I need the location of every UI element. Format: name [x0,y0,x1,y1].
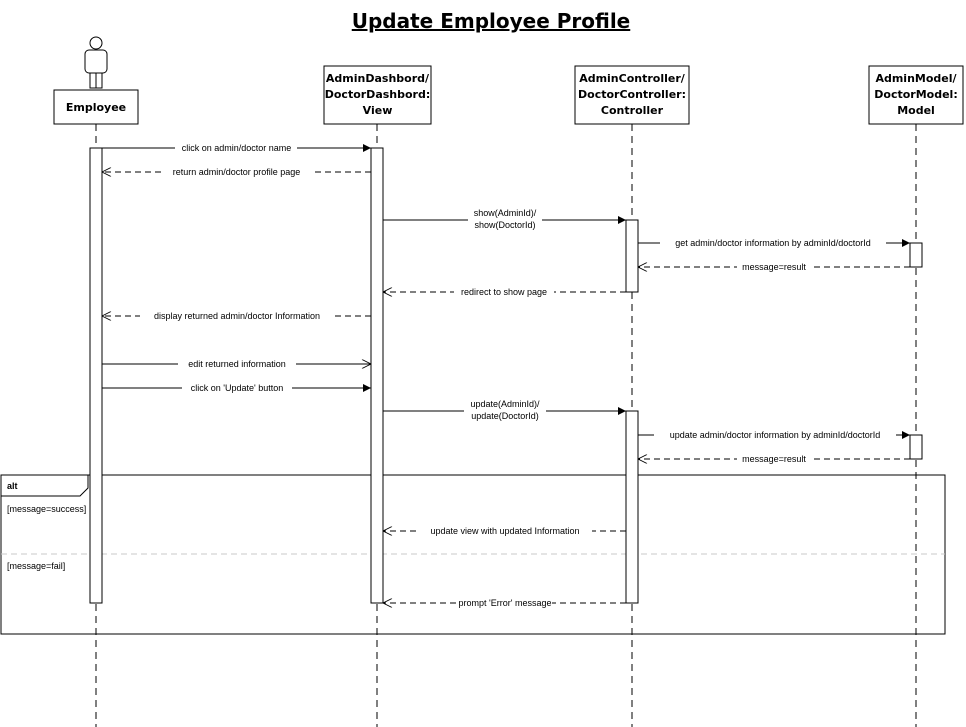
message-13: update view with updated Information [383,525,626,536]
message-8: edit returned information [102,358,371,369]
message-2-label: return admin/doctor profile page [173,167,301,177]
message-11: update admin/doctor information by admin… [638,429,910,440]
participant-controller-label-line-3: Controller [601,104,664,117]
participant-view-label-line-3: View [363,104,393,117]
message-9-label: click on 'Update' button [191,383,284,393]
message-8-label: edit returned information [188,359,286,369]
participant-controller-label-line-1: AdminController/ [579,72,686,85]
participant-controller: AdminController/ DoctorController: Contr… [574,65,690,125]
participant-employee-label: Employee [66,101,126,114]
diagram-title: Update Employee Profile [352,9,631,33]
message-12-label: message=result [742,454,806,464]
activation-model-1 [909,242,923,268]
message-7: display returned admin/doctor Informatio… [102,310,371,321]
activation-view [370,147,384,604]
alt-guard-fail: [message=fail] [7,561,65,571]
activation-model-2 [909,434,923,460]
message-9: click on 'Update' button [102,382,371,393]
message-2: return admin/doctor profile page [102,166,371,177]
message-6-label: redirect to show page [461,287,547,297]
participant-model-label-line-2: DoctorModel: [874,88,957,101]
participant-model-label-line-1: AdminModel/ [875,72,957,85]
message-13-label: update view with updated Information [430,526,579,536]
alt-guard-success: [message=success] [7,504,86,514]
message-10-label-line-2: update(DoctorId) [471,411,539,421]
message-3-label-line-1: show(AdminId)/ [474,208,537,218]
participant-view-label-line-2: DoctorDashbord: [325,88,431,101]
message-5-label: message=result [742,262,806,272]
activation-controller-1 [625,219,639,293]
participant-model: AdminModel/ DoctorModel: Model [868,65,964,125]
message-1: click on admin/doctor name [102,142,371,153]
activations [89,147,923,604]
message-11-label: update admin/doctor information by admin… [670,430,881,440]
message-14: prompt 'Error' message [383,597,626,608]
activation-controller-2 [625,410,639,604]
participant-employee: Employee [53,89,139,125]
message-5: message=result [638,261,910,272]
message-3-label-line-2: show(DoctorId) [474,220,535,230]
participant-view: AdminDashbord/ DoctorDashbord: View [323,65,432,125]
participant-view-label-line-1: AdminDashbord/ [326,72,430,85]
message-4: get admin/doctor information by adminId/… [638,237,910,248]
activation-employee [89,147,103,604]
participant-controller-label-line-2: DoctorController: [578,88,686,101]
message-7-label: display returned admin/doctor Informatio… [154,311,320,321]
message-14-label: prompt 'Error' message [459,598,552,608]
actor-icon [84,36,108,89]
participant-model-label-line-3: Model [897,104,935,117]
message-1-label: click on admin/doctor name [182,143,292,153]
message-4-label: get admin/doctor information by adminId/… [675,238,871,248]
message-12: message=result [638,453,910,464]
alt-fragment: alt [message=success] [message=fail] [0,474,946,635]
message-10: update(AdminId)/ update(DoctorId) [383,398,626,422]
alt-operator-label: alt [7,481,18,491]
message-6: redirect to show page [383,286,626,297]
message-3: show(AdminId)/ show(DoctorId) [383,207,626,231]
message-10-label-line-1: update(AdminId)/ [470,399,540,409]
